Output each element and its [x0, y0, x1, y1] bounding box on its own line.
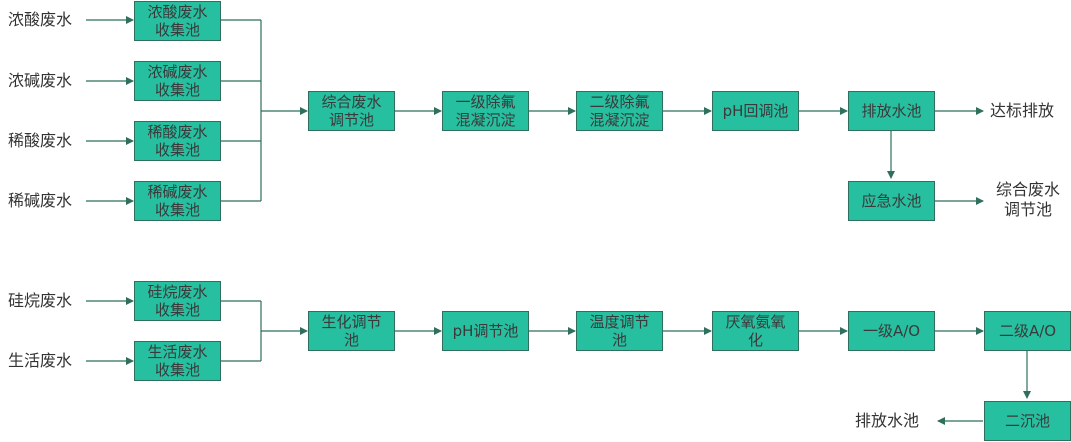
collection-pool-dilute-alkali: 稀碱废水 收集池 — [134, 181, 221, 221]
step-biochemical-regulating-pool: 生化调节 池 — [308, 311, 395, 351]
emergency-pool: 应急水池 — [848, 181, 935, 221]
step-secondary-ao: 二级A/O — [984, 311, 1071, 351]
step-primary-fluoride-removal: 一级除氟 混凝沉淀 — [442, 91, 529, 131]
step-comprehensive-regulating-pool: 综合废水 调节池 — [308, 91, 395, 131]
step-ph-callback-pool: pH回调池 — [712, 91, 799, 131]
input-label-silane: 硅烷废水 — [8, 291, 73, 310]
output-label-compliant-discharge: 达标排放 — [990, 101, 1055, 120]
output-label-discharge-pool: 排放水池 — [855, 411, 920, 430]
step-secondary-fluoride-removal: 二级除氟 混凝沉淀 — [576, 91, 663, 131]
input-label-concentrated-alkali: 浓碱废水 — [8, 71, 73, 90]
output-label-emergency-return: 综合废水 调节池 — [995, 180, 1060, 219]
step-primary-ao: 一级A/O — [848, 311, 935, 351]
input-label-dilute-alkali: 稀碱废水 — [8, 191, 73, 210]
step-anammox: 厌氧氨氧 化 — [712, 311, 799, 351]
step-secondary-clarifier: 二沉池 — [984, 401, 1071, 441]
input-label-concentrated-acid: 浓酸废水 — [8, 10, 73, 29]
collection-pool-domestic: 生活废水 收集池 — [134, 341, 221, 381]
collection-pool-concentrated-acid: 浓酸废水 收集池 — [134, 1, 221, 41]
collection-pool-concentrated-alkali: 浓碱废水 收集池 — [134, 61, 221, 101]
input-label-domestic: 生活废水 — [8, 351, 73, 370]
step-discharge-pool: 排放水池 — [848, 91, 935, 131]
collection-pool-silane: 硅烷废水 收集池 — [134, 281, 221, 321]
step-ph-regulating-pool: pH调节池 — [442, 311, 529, 351]
input-label-dilute-acid: 稀酸废水 — [8, 131, 73, 150]
collection-pool-dilute-acid: 稀酸废水 收集池 — [134, 121, 221, 161]
step-temperature-regulating-pool: 温度调节 池 — [576, 311, 663, 351]
